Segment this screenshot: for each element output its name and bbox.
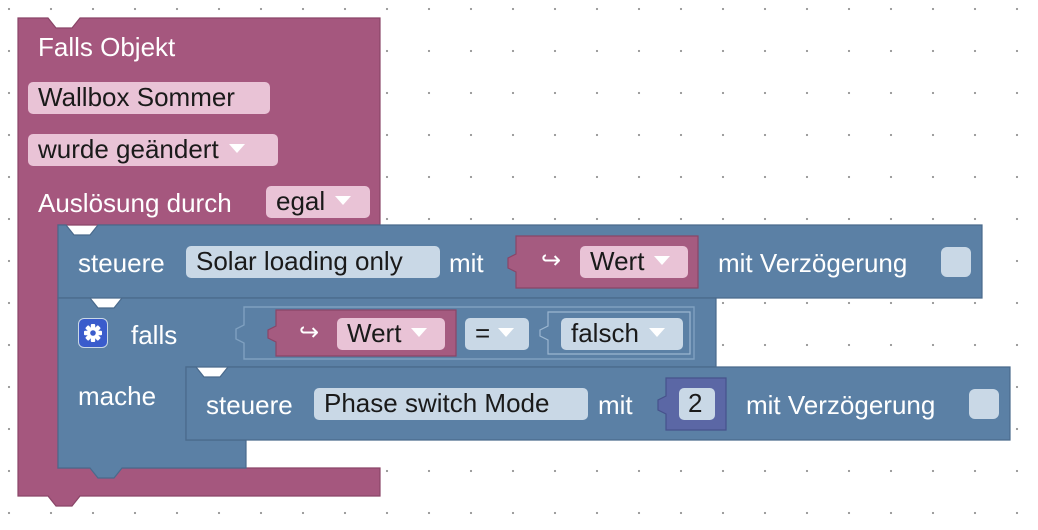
chevron-down-icon xyxy=(498,327,515,337)
object-field-wallbox[interactable]: Wallbox Sommer xyxy=(28,82,270,114)
event-title: Falls Objekt xyxy=(38,32,176,62)
variable-arrow-icon: ↪ xyxy=(541,247,562,274)
boolean-dropdown[interactable]: falsch xyxy=(561,318,683,350)
object-field-text: Wallbox Sommer xyxy=(38,82,235,112)
chevron-down-icon xyxy=(648,327,665,337)
value-dropdown-2-text: Wert xyxy=(347,318,402,348)
object-field-phase-switch[interactable]: Phase switch Mode xyxy=(314,388,588,420)
control-1-delay-label: mit Verzögerung xyxy=(718,248,908,278)
chevron-down-icon xyxy=(228,143,245,153)
gear-icon[interactable] xyxy=(78,318,108,348)
object-field-solar-loading[interactable]: Solar loading only xyxy=(186,246,440,278)
trigger-label: Auslösung durch xyxy=(38,188,232,218)
object-field-phase-text: Phase switch Mode xyxy=(324,388,550,418)
control-2-with-label: mit xyxy=(598,390,633,420)
trigger-dropdown-text: egal xyxy=(276,186,326,216)
chevron-down-icon xyxy=(335,195,352,205)
value-dropdown-1-text: Wert xyxy=(590,246,645,276)
control-2-label: steuere xyxy=(206,390,293,420)
boolean-dropdown-text: falsch xyxy=(571,318,639,348)
variable-arrow-icon-2: ↪ xyxy=(299,319,320,346)
delay-checkbox-2[interactable] xyxy=(969,389,999,419)
trigger-dropdown[interactable]: egal xyxy=(266,186,370,218)
chevron-down-icon xyxy=(411,327,428,337)
number-input-text: 2 xyxy=(688,388,703,418)
number-input[interactable]: 2 xyxy=(679,388,715,420)
value-dropdown-1[interactable]: Wert xyxy=(580,246,688,278)
control-block-2-shape[interactable] xyxy=(185,366,1011,441)
do-label: mache xyxy=(78,381,157,411)
operator-dropdown-text: = xyxy=(475,318,491,348)
delay-checkbox-1[interactable] xyxy=(941,247,971,277)
condition-dropdown[interactable]: wurde geändert xyxy=(28,134,278,166)
chevron-down-icon xyxy=(654,255,671,265)
object-field-solar-text: Solar loading only xyxy=(196,246,403,276)
value-dropdown-2[interactable]: Wert xyxy=(337,318,445,350)
control-1-label: steuere xyxy=(78,248,165,278)
control-2-delay-label: mit Verzögerung xyxy=(746,390,936,420)
control-1-with-label: mit xyxy=(449,248,484,278)
if-label: falls xyxy=(131,320,178,350)
operator-dropdown[interactable]: = xyxy=(465,318,529,350)
condition-dropdown-text: wurde geändert xyxy=(38,134,219,164)
